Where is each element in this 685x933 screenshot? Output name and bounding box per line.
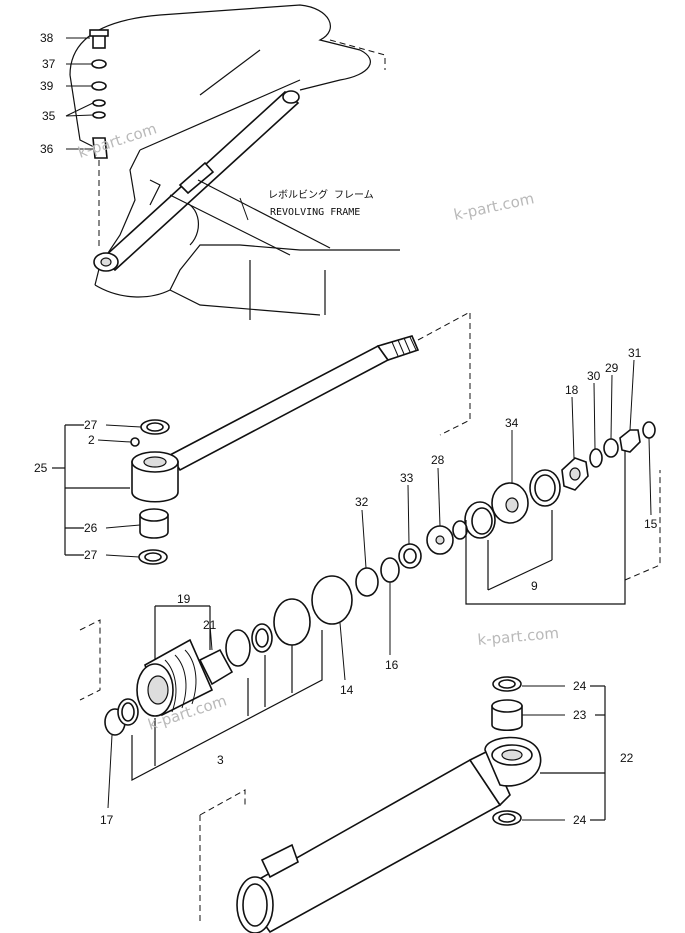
- piston-parts-right: [311, 421, 656, 625]
- part-label-17: 17: [100, 813, 114, 827]
- part-labels: 38 37 39 35 36 27 2 25 26 27 32 33 28 34…: [34, 31, 658, 827]
- frame-cylinder: [93, 90, 331, 272]
- part-label-26: 26: [84, 521, 98, 535]
- part-label-39: 39: [40, 79, 54, 93]
- bracket-3: [131, 630, 323, 781]
- part-label-27-top: 27: [84, 418, 98, 432]
- part-label-22: 22: [620, 751, 634, 765]
- caption-english: REVOLVING FRAME: [270, 207, 360, 218]
- part-label-28: 28: [431, 453, 445, 467]
- revolving-frame: [69, 4, 400, 320]
- watermark: k-part.com: [452, 189, 536, 224]
- caption-japanese: レボルビング フレーム: [268, 188, 374, 201]
- part-label-16: 16: [385, 658, 399, 672]
- part-label-15: 15: [644, 517, 658, 531]
- part-label-33: 33: [400, 471, 414, 485]
- part-label-36: 36: [40, 142, 54, 156]
- bracket-25: [52, 424, 130, 556]
- part-label-19: 19: [177, 592, 191, 606]
- bracket-22: [540, 685, 606, 821]
- part-label-37: 37: [42, 57, 56, 71]
- part-label-34: 34: [505, 416, 519, 430]
- part-label-30: 30: [587, 369, 601, 383]
- cylinder-rod: [130, 311, 471, 503]
- bracket-9: [465, 450, 661, 605]
- part-label-14: 14: [340, 683, 354, 697]
- part-label-3: 3: [217, 753, 224, 767]
- piston-head: [79, 598, 311, 736]
- part-label-32: 32: [355, 495, 369, 509]
- part-label-24-bottom: 24: [573, 813, 587, 827]
- part-label-29: 29: [605, 361, 619, 375]
- watermark: k-part.com: [76, 119, 159, 161]
- part-label-35: 35: [42, 109, 56, 123]
- watermark: k-part.com: [477, 624, 560, 649]
- cylinder-tube: [199, 676, 542, 933]
- part-label-27-bottom: 27: [84, 548, 98, 562]
- part-label-18: 18: [565, 383, 579, 397]
- part-label-2: 2: [88, 433, 95, 447]
- part-label-9: 9: [531, 579, 538, 593]
- part-label-24-top: 24: [573, 679, 587, 693]
- part-label-38: 38: [40, 31, 54, 45]
- part-label-21: 21: [203, 618, 217, 632]
- part-label-23: 23: [573, 708, 587, 722]
- leader-lines: [65, 37, 652, 821]
- part-label-25: 25: [34, 461, 48, 475]
- rod-bushing-set: [138, 419, 170, 565]
- part-label-31: 31: [628, 346, 642, 360]
- frame-caption: レボルビング フレーム REVOLVING FRAME: [268, 188, 374, 218]
